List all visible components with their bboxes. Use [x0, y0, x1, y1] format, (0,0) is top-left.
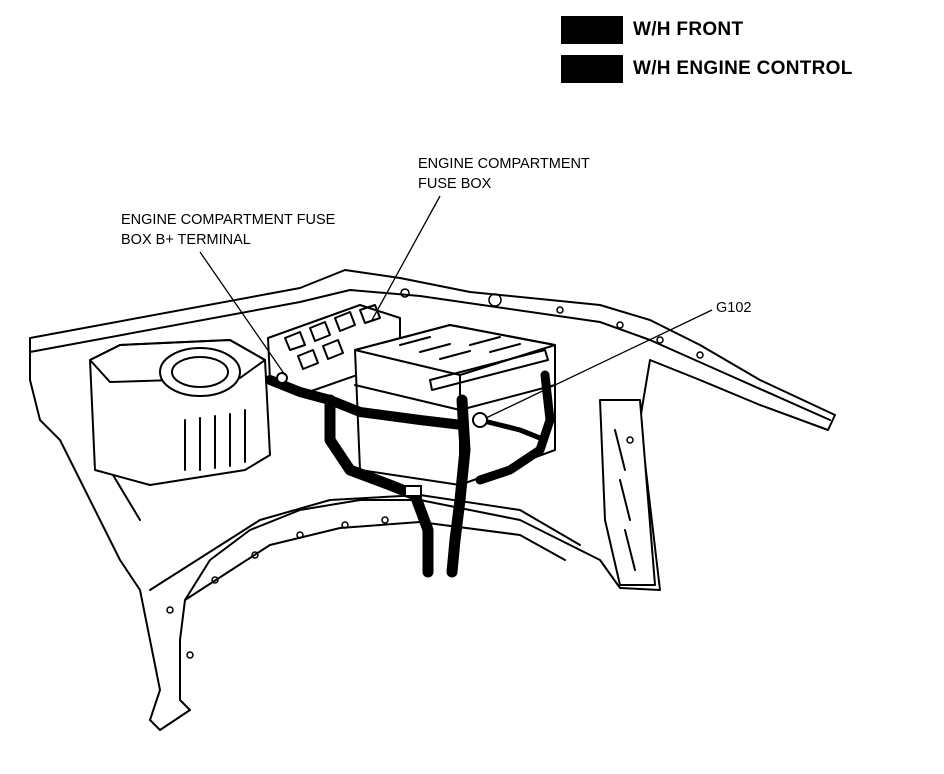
battery-hold-down — [429, 349, 549, 391]
legend-item-engine-control: W/H ENGINE CONTROL — [561, 54, 853, 84]
callout-g102: G102 — [716, 298, 751, 318]
legend-swatch-front — [561, 16, 623, 44]
right-support-bracket — [599, 399, 656, 586]
leader-fuse-box — [371, 195, 441, 321]
harness-front — [324, 394, 434, 578]
battery-cell-caps — [399, 336, 521, 360]
legend-label-front: W/H FRONT — [633, 19, 744, 40]
fuse-box-relays — [284, 304, 381, 370]
legend-swatch-engine-control — [561, 55, 623, 83]
harness-clip — [404, 485, 422, 497]
callout-fuse-box: ENGINE COMPARTMENT FUSE BOX — [418, 154, 590, 194]
panel-holes — [166, 288, 704, 659]
air-cleaner-ribs — [184, 409, 246, 471]
harness-engine-control — [446, 394, 471, 578]
callout-g102-line1: G102 — [716, 300, 752, 316]
callout-fuse-box-line1: ENGINE COMPARTMENT — [418, 156, 590, 172]
right-bracket-slots — [614, 429, 636, 571]
fender-top-lip — [29, 289, 831, 421]
callout-b-plus-line2: BOX B+ TERMINAL — [121, 232, 251, 248]
leader-b-plus-terminal — [199, 251, 286, 376]
air-cleaner-cap — [159, 347, 241, 397]
body-panel-outline — [29, 269, 836, 731]
legend-item-front: W/H FRONT — [561, 15, 743, 45]
leader-g102 — [485, 309, 713, 419]
air-cleaner-cap-inner — [171, 356, 229, 388]
callout-b-plus-line1: ENGINE COMPARTMENT FUSE — [121, 212, 336, 228]
harness-ground-lead — [475, 370, 555, 485]
harness-ground-branch — [477, 417, 548, 443]
wheelhouse-arch — [149, 494, 581, 591]
legend-label-engine-control: W/H ENGINE CONTROL — [633, 58, 853, 79]
callout-b-plus-terminal: ENGINE COMPARTMENT FUSE BOX B+ TERMINAL — [121, 210, 335, 250]
air-cleaner-top — [89, 339, 266, 383]
ground-terminal-g102 — [472, 412, 488, 428]
harness-front-branch — [265, 375, 467, 430]
b-plus-terminal-stud — [276, 372, 288, 384]
battery-top — [354, 324, 556, 376]
callout-fuse-box-line2: FUSE BOX — [418, 176, 492, 192]
wheelhouse-arch-inner — [184, 521, 566, 601]
